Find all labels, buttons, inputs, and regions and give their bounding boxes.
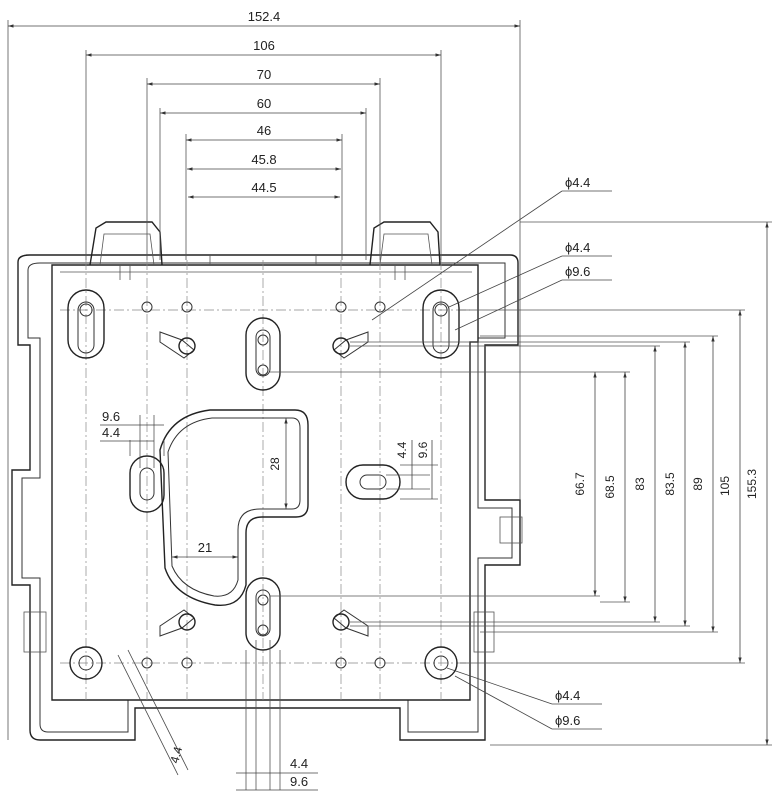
horizontal-dimensions: 152.4 106 70 60 46 45.8 44.5 xyxy=(7,9,521,740)
small-holes xyxy=(141,301,386,669)
diagonal-note: 4.4 xyxy=(117,649,189,776)
slot-right-width: 9.6 xyxy=(416,441,430,458)
cutout-height: 28 xyxy=(268,457,282,471)
vertical-dimensions: 66.7 68.5 83 83.5 89 105 155.3 xyxy=(270,221,772,746)
dim-46: 46 xyxy=(257,123,271,138)
keyhole-top-right xyxy=(422,289,460,359)
slot-right-dimensions: 4.4 9.6 xyxy=(386,440,438,500)
dim-89: 89 xyxy=(691,477,705,491)
keyhole-top-left xyxy=(67,289,105,359)
dim-83-5: 83.5 xyxy=(663,472,677,496)
bottom-slot-hole: 4.4 xyxy=(290,756,308,771)
center-slot-bottom xyxy=(245,577,281,651)
dim-83: 83 xyxy=(633,477,647,491)
dim-106: 106 xyxy=(253,38,275,53)
slot-left-dimensions: 9.6 4.4 xyxy=(100,409,165,468)
callout-bottom-phi-4-4: ϕ4.4 xyxy=(555,688,580,703)
slot-right-hole: 4.4 xyxy=(395,441,409,458)
dim-66-7: 66.7 xyxy=(573,472,587,496)
callout-bottom-phi-9-6: ϕ9.6 xyxy=(555,713,580,728)
dim-152-4: 152.4 xyxy=(248,9,281,24)
slot-left-hole: 4.4 xyxy=(102,425,120,440)
bottom-holes xyxy=(69,646,458,680)
diagonal-tabs xyxy=(159,331,369,637)
dim-105: 105 xyxy=(718,476,732,496)
callout-phi-4-4-b: ϕ4.4 xyxy=(565,240,590,255)
center-lines xyxy=(60,260,470,700)
dim-60: 60 xyxy=(257,96,271,111)
callout-phi-9-6: ϕ9.6 xyxy=(565,264,590,279)
dim-155-3: 155.3 xyxy=(745,469,759,499)
dim-44-5: 44.5 xyxy=(251,180,276,195)
center-slot-top xyxy=(245,317,281,391)
plate-outline xyxy=(11,254,523,741)
hole-callouts-bottom: ϕ4.4 ϕ9.6 xyxy=(446,667,602,730)
cutout-width: 21 xyxy=(198,540,212,555)
callout-phi-4-4-a: ϕ4.4 xyxy=(565,175,590,190)
dim-68-5: 68.5 xyxy=(603,475,617,499)
center-cutout xyxy=(159,409,309,607)
bottom-slot-width: 9.6 xyxy=(290,774,308,789)
dim-70: 70 xyxy=(257,67,271,82)
hole-callouts-top: ϕ4.4 ϕ4.4 ϕ9.6 xyxy=(371,175,612,331)
dim-45-8: 45.8 xyxy=(251,152,276,167)
bottom-slot-dimensions: 4.4 9.6 xyxy=(236,640,318,791)
slot-right xyxy=(345,464,401,500)
top-hooks xyxy=(89,221,441,280)
slot-left xyxy=(129,455,165,513)
cutout-dimensions: 28 21 xyxy=(172,418,288,559)
slot-left-width: 9.6 xyxy=(102,409,120,424)
diagonal-dim: 4.4 xyxy=(167,745,185,765)
